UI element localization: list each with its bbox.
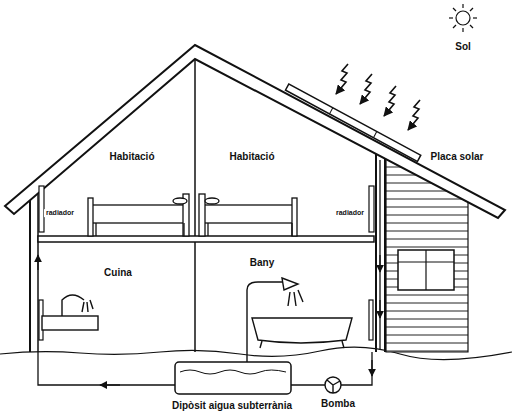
radiator-label: radiador [334, 209, 366, 217]
sun-part [462, 4, 463, 8]
solar-panel-part [329, 108, 332, 114]
sun [449, 4, 477, 32]
sun-label: Sol [453, 41, 473, 52]
sun-rays-part [336, 64, 348, 94]
beds-part [205, 198, 219, 204]
sun-part [456, 11, 470, 25]
walls-part [375, 154, 377, 352]
radiators [39, 186, 374, 340]
beds [88, 194, 297, 236]
room-label: Habitació [107, 151, 156, 162]
beds-part [173, 198, 187, 204]
pipes-part [379, 300, 380, 318]
bathtub-part [247, 282, 284, 362]
kitchen-sink-part [87, 302, 88, 312]
pump-part [325, 377, 341, 393]
solar-panel-part [285, 84, 420, 162]
sun-rays-part [408, 100, 420, 130]
kitchen-sink-part [62, 295, 84, 316]
pump-label: Bomba [319, 398, 357, 409]
roof [5, 45, 505, 218]
beds-part [292, 198, 297, 236]
sun-rays-part [384, 86, 396, 116]
kitchen-sink-part [90, 300, 93, 309]
pipes-part [341, 352, 372, 385]
walls-part [38, 236, 374, 242]
pump [325, 377, 341, 393]
bathtub-part [294, 292, 296, 306]
annex-siding-part [425, 250, 426, 290]
beds-part [291, 223, 292, 236]
radiator-label: radiador [44, 209, 76, 217]
water-tank-part [175, 362, 291, 394]
bathtub-part [342, 341, 344, 348]
pipes-part [37, 255, 38, 270]
kitchen-sink [42, 295, 98, 330]
pipes-part [379, 160, 380, 350]
pipes [38, 160, 380, 385]
walls-part [384, 158, 386, 352]
pipes-part [371, 360, 372, 376]
annex-siding-part [398, 250, 454, 290]
beds-part [199, 194, 205, 236]
walls-part [194, 59, 196, 352]
sun-rays [336, 64, 420, 130]
sun-part [470, 8, 473, 11]
kitchen-sink-part [42, 316, 98, 330]
water-tank-part [180, 370, 286, 374]
beds-part [207, 223, 208, 236]
sun-part [473, 17, 477, 18]
beds-part [204, 205, 296, 223]
tank-label: Dipòsit aigua subterrània [170, 400, 294, 411]
pipes-part [379, 255, 380, 272]
walls-part [29, 200, 31, 352]
sun-part [470, 25, 473, 28]
sun-part [453, 25, 456, 28]
solar-panel-part [373, 132, 376, 138]
annex-siding-part [398, 262, 454, 263]
sun-rays-part [360, 74, 372, 104]
solar-panel [285, 84, 420, 162]
kitchen-sink-part [82, 302, 84, 312]
room-label: Cuina [102, 267, 134, 278]
panel-label: Placa solar [429, 151, 486, 162]
bathtub-part [282, 278, 298, 290]
beds-part [183, 223, 184, 236]
bathtub-part [252, 318, 352, 343]
pipes-part [100, 384, 120, 385]
radiators-part [369, 300, 373, 340]
bathtub-part [298, 290, 303, 302]
sun-part [462, 28, 463, 32]
radiators-part [369, 186, 374, 232]
pump-part [327, 380, 340, 393]
bathtub-part [288, 292, 290, 306]
bathtub [247, 278, 352, 362]
pipes-part [291, 384, 325, 385]
walls [30, 59, 385, 352]
beds-part [88, 198, 93, 236]
beds-part [95, 223, 96, 236]
sun-part [449, 17, 453, 18]
water-tank [175, 362, 291, 394]
room-label: Habitació [227, 151, 276, 162]
bathtub-part [260, 341, 262, 348]
room-label: Bany [248, 257, 276, 268]
sun-part [453, 8, 456, 11]
pipes-part [38, 352, 175, 385]
beds-part [92, 205, 188, 223]
roof-part [5, 45, 505, 218]
